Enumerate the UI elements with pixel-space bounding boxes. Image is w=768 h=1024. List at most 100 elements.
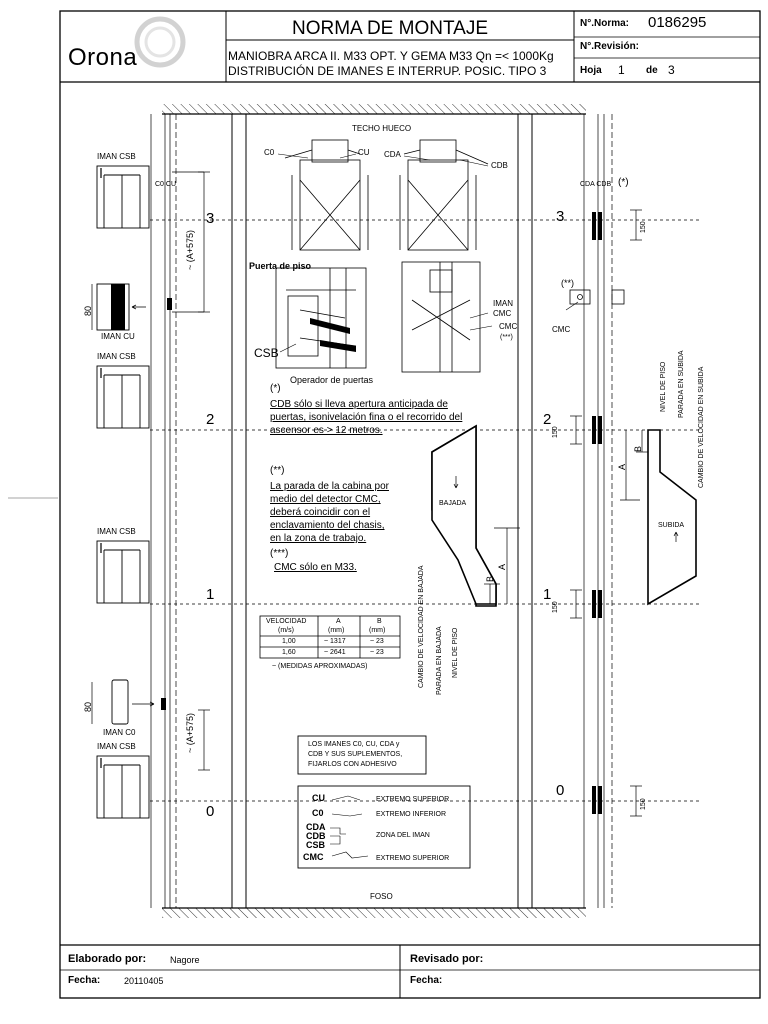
dim-b-right: B xyxy=(633,445,643,452)
floor-label-1-right: 1 xyxy=(543,586,552,603)
box-note-line-2: CDB Y SUS SUPLEMENTOS, xyxy=(308,751,403,758)
legend-desc-c0: EXTREMO INFERIOR xyxy=(376,811,447,818)
iman-csb-label-2: IMAN CSB xyxy=(97,352,136,361)
note-1-line-3: ascensor es > 12 metros. xyxy=(270,425,383,436)
cda-detail-label: CDA xyxy=(384,150,401,159)
techo-hueco-label: TECHO HUECO xyxy=(352,124,412,133)
legend-code-csb: CSB xyxy=(306,840,326,850)
cu-detail-label: CU xyxy=(358,148,370,157)
note-3: CMC sólo en M33. xyxy=(274,562,357,573)
dim-a575-bottom: ~ (A+575) xyxy=(185,712,195,753)
legend-code-cmc: CMC xyxy=(303,852,324,862)
document-subtitle-1: MANIOBRA ARCA II. M33 OPT. Y GEMA M33 Qn… xyxy=(228,49,554,63)
star-2-right: (**) xyxy=(561,278,574,288)
floor-label-1-left: 1 xyxy=(206,586,215,603)
table-header-a-unit: (mm) xyxy=(328,627,345,634)
note-1-line-1: CDB sólo si lleva apertura anticipada de xyxy=(270,399,448,410)
fecha2-label: Fecha: xyxy=(410,975,443,986)
cambio-subida-label: CAMBIO DE VELOCIDAD EN SUBIDA xyxy=(698,366,705,488)
puerta-piso-label: Puerta de piso xyxy=(249,261,312,271)
table-header-b-unit: (mm) xyxy=(369,627,386,634)
table-header-b: B xyxy=(377,618,382,625)
note-2-line-3: deberá coincidir con el xyxy=(270,507,371,518)
subida-label: SUBIDA xyxy=(658,522,685,529)
document-title: NORMA DE MONTAJE xyxy=(292,18,488,39)
cmc-detail-label-2: CMC xyxy=(499,322,518,331)
dim-a575-top: ~ (A+575) xyxy=(185,229,195,270)
de-label: de xyxy=(646,65,658,76)
legend-code-cdb: CDB xyxy=(306,831,326,841)
hoja-label: Hoja xyxy=(580,65,602,76)
table-cell-r1-c3: ~ 23 xyxy=(370,638,384,645)
cmc-label-right: CMC xyxy=(552,325,571,334)
table-header-a: A xyxy=(336,618,341,625)
iman-detail-label: IMAN xyxy=(493,299,513,308)
csb-detail-label: CSB xyxy=(254,346,279,360)
bajada-label: BAJADA xyxy=(439,500,467,507)
table-footnote: ~ (MEDIDAS APROXIMADAS) xyxy=(272,663,368,670)
table-cell-r1-c2: ~ 1317 xyxy=(324,638,346,645)
note-2-line-2: medio del detector CMC, xyxy=(270,494,381,505)
iman-csb-label-3: IMAN CSB xyxy=(97,527,136,536)
parada-subida-label: PARADA EN SUBIDA xyxy=(678,350,685,418)
cda-cdb-label: CDA CDB xyxy=(580,181,612,188)
dim-80-bottom: 80 xyxy=(83,701,93,712)
dim-a-left: A xyxy=(497,563,507,570)
table-cell-r2-c2: ~ 2641 xyxy=(324,649,346,656)
legend-desc-cu: EXTREMO SUPERIOR xyxy=(376,796,450,803)
iman-c0-label: IMAN C0 xyxy=(103,728,136,737)
nivel-piso-bajada-label: NIVEL DE PISO xyxy=(452,627,459,678)
note-2-line-5: en la zona de trabajo. xyxy=(270,533,367,544)
cdb-detail-label: CDB xyxy=(491,161,508,170)
revision-label: N°.Revisión: xyxy=(580,41,640,52)
floor-label-2-left: 2 xyxy=(206,411,215,428)
fecha-value: 20110405 xyxy=(124,976,164,986)
note-3-mark: (***) xyxy=(270,548,289,559)
elaborado-label: Elaborado por: xyxy=(68,953,147,965)
table-cell-r2-c3: ~ 23 xyxy=(370,649,384,656)
note-1-line-2: puertas, isonivelación fina o el recorri… xyxy=(270,412,463,423)
dim-150-3: 150 xyxy=(552,601,559,613)
note-2-line-4: enclavamiento del chasis, xyxy=(270,520,385,531)
box-note-line-1: LOS IMANES C0, CU, CDA y xyxy=(308,741,400,748)
table-header-velocidad-unit: (m/s) xyxy=(278,627,294,634)
cambio-bajada-label: CAMBIO DE VELOCIDAD EN BAJADA xyxy=(418,565,425,688)
note-2-line-1: La parada de la cabina por xyxy=(270,481,389,492)
floor-label-3-left: 3 xyxy=(206,210,215,227)
iman-csb-label-1: IMAN CSB xyxy=(97,152,136,161)
dim-a-right: A xyxy=(617,463,627,470)
dim-80-top: 80 xyxy=(83,305,93,316)
note-2: La parada de la cabina por medio del det… xyxy=(270,480,410,545)
c0-cu-label: C0 CU xyxy=(155,181,177,188)
note-1: CDB sólo si lleva apertura anticipada de… xyxy=(270,398,484,437)
foso-label: FOSO xyxy=(370,892,393,901)
floor-label-0-left: 0 xyxy=(206,803,215,820)
document-subtitle-2: DISTRIBUCIÓN DE IMANES E INTERRUP. POSIC… xyxy=(228,64,547,78)
star-1-right: (*) xyxy=(618,177,629,188)
star-3-detail: (***) xyxy=(500,334,513,341)
nivel-piso-subida-label: NIVEL DE PISO xyxy=(660,361,667,412)
legend-code-cda: CDA xyxy=(306,822,326,832)
elaborado-value: Nagore xyxy=(170,955,200,965)
dim-b-left: B xyxy=(485,575,495,582)
dim-150-4: 150 xyxy=(640,798,647,810)
norma-label: N°.Norma: xyxy=(580,18,630,29)
operador-label: Operador de puertas xyxy=(290,375,374,385)
c0-detail-label: C0 xyxy=(264,148,275,157)
floor-label-0-right: 0 xyxy=(556,782,565,799)
iman-cu-label: IMAN CU xyxy=(101,332,135,341)
norma-value: 0186295 xyxy=(648,14,707,31)
note-2-mark: (**) xyxy=(270,465,285,476)
cmc-detail-label-1: CMC xyxy=(493,309,512,318)
legend-code-cu: CU xyxy=(312,793,325,803)
table-header-velocidad: VELOCIDAD xyxy=(266,618,307,625)
parada-bajada-label: PARADA EN BAJADA xyxy=(436,626,443,695)
revisado-label: Revisado por: xyxy=(410,953,484,965)
legend-code-c0: C0 xyxy=(312,808,324,818)
orona-logo: Orona xyxy=(68,44,138,71)
table-cell-r1-c1: 1,00 xyxy=(282,638,296,645)
dim-150-1: 150 xyxy=(640,221,647,233)
dim-150-2: 150 xyxy=(552,426,559,438)
